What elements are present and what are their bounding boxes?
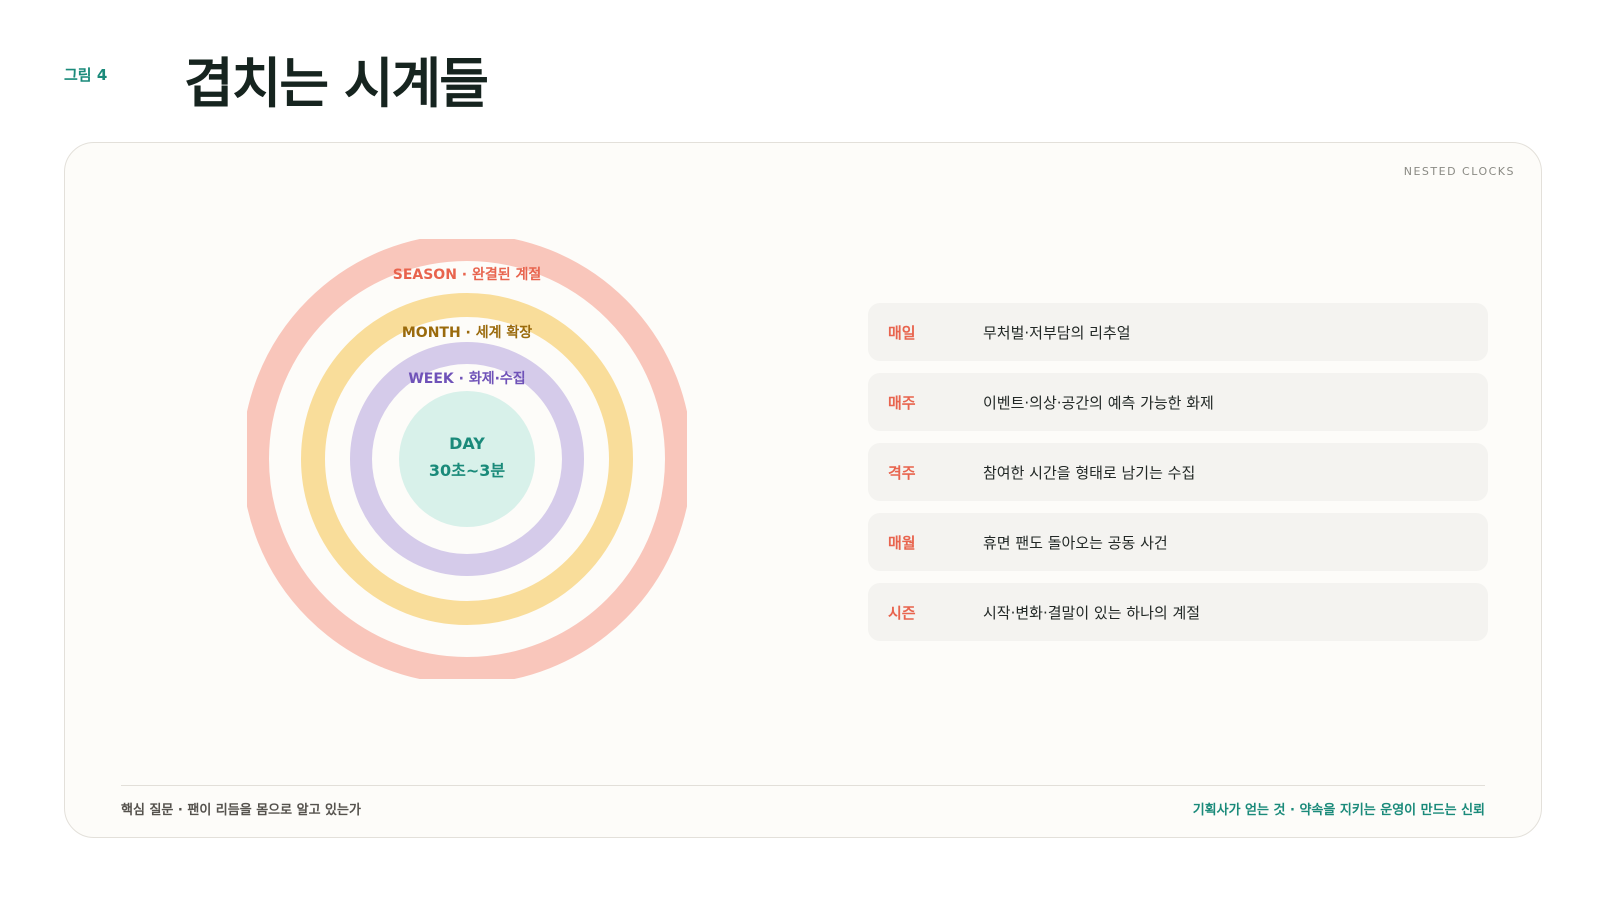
week-ring-label: WEEK · 화제·수집 <box>408 370 525 387</box>
rhythm-cadence: 시즌 <box>888 603 916 622</box>
day-core-title: DAY <box>449 434 485 453</box>
rhythm-row: 격주 참여한 시간을 형태로 남기는 수집 <box>868 443 1488 501</box>
rhythm-description: 휴면 팬도 돌아오는 공동 사건 <box>983 533 1168 552</box>
month-ring <box>301 293 633 625</box>
footer-divider <box>121 785 1485 786</box>
rhythm-cadence: 매일 <box>888 323 916 342</box>
rhythm-description: 이벤트·의상·공간의 예측 가능한 화제 <box>983 393 1214 412</box>
rhythm-row: 매월 휴면 팬도 돌아오는 공동 사건 <box>868 513 1488 571</box>
rhythm-row: 매주 이벤트·의상·공간의 예측 가능한 화제 <box>868 373 1488 431</box>
month-ring-label: MONTH · 세계 확장 <box>402 324 532 341</box>
rhythm-list: 매일 무처벌·저부담의 리추얼 매주 이벤트·의상·공간의 예측 가능한 화제 … <box>868 303 1488 653</box>
rhythm-row: 시즌 시작·변화·결말이 있는 하나의 계절 <box>868 583 1488 641</box>
day-core-duration: 30초~3분 <box>429 461 506 480</box>
day-core <box>399 391 535 527</box>
figure-label: 그림 4 <box>64 66 108 84</box>
rhythm-description: 참여한 시간을 형태로 남기는 수집 <box>983 463 1196 482</box>
nested-clocks-diagram: SEASON · 완결된 계절 MONTH · 세계 확장 WEEK · 화제·… <box>247 239 687 679</box>
page-title: 겹치는 시계들 <box>184 52 489 115</box>
footer-outcome: 기획사가 얻는 것 · 약속을 지키는 운영이 만드는 신뢰 <box>1192 803 1485 818</box>
rhythm-cadence: 매월 <box>888 533 916 552</box>
diagram-panel: NESTED CLOCKS SEASON · 완결된 계절 MONTH · 세계… <box>64 142 1542 838</box>
rhythm-description: 시작·변화·결말이 있는 하나의 계절 <box>983 603 1201 622</box>
rhythm-cadence: 격주 <box>888 463 916 482</box>
rhythm-row: 매일 무처벌·저부담의 리추얼 <box>868 303 1488 361</box>
corner-tag: NESTED CLOCKS <box>1403 165 1515 178</box>
rhythm-cadence: 매주 <box>888 393 916 412</box>
season-ring <box>247 239 687 679</box>
rhythm-description: 무처벌·저부담의 리추얼 <box>983 323 1131 342</box>
week-ring <box>350 342 584 576</box>
season-ring-label: SEASON · 완결된 계절 <box>393 266 542 283</box>
footer-key-question: 핵심 질문 · 팬이 리듬을 몸으로 알고 있는가 <box>121 803 361 818</box>
